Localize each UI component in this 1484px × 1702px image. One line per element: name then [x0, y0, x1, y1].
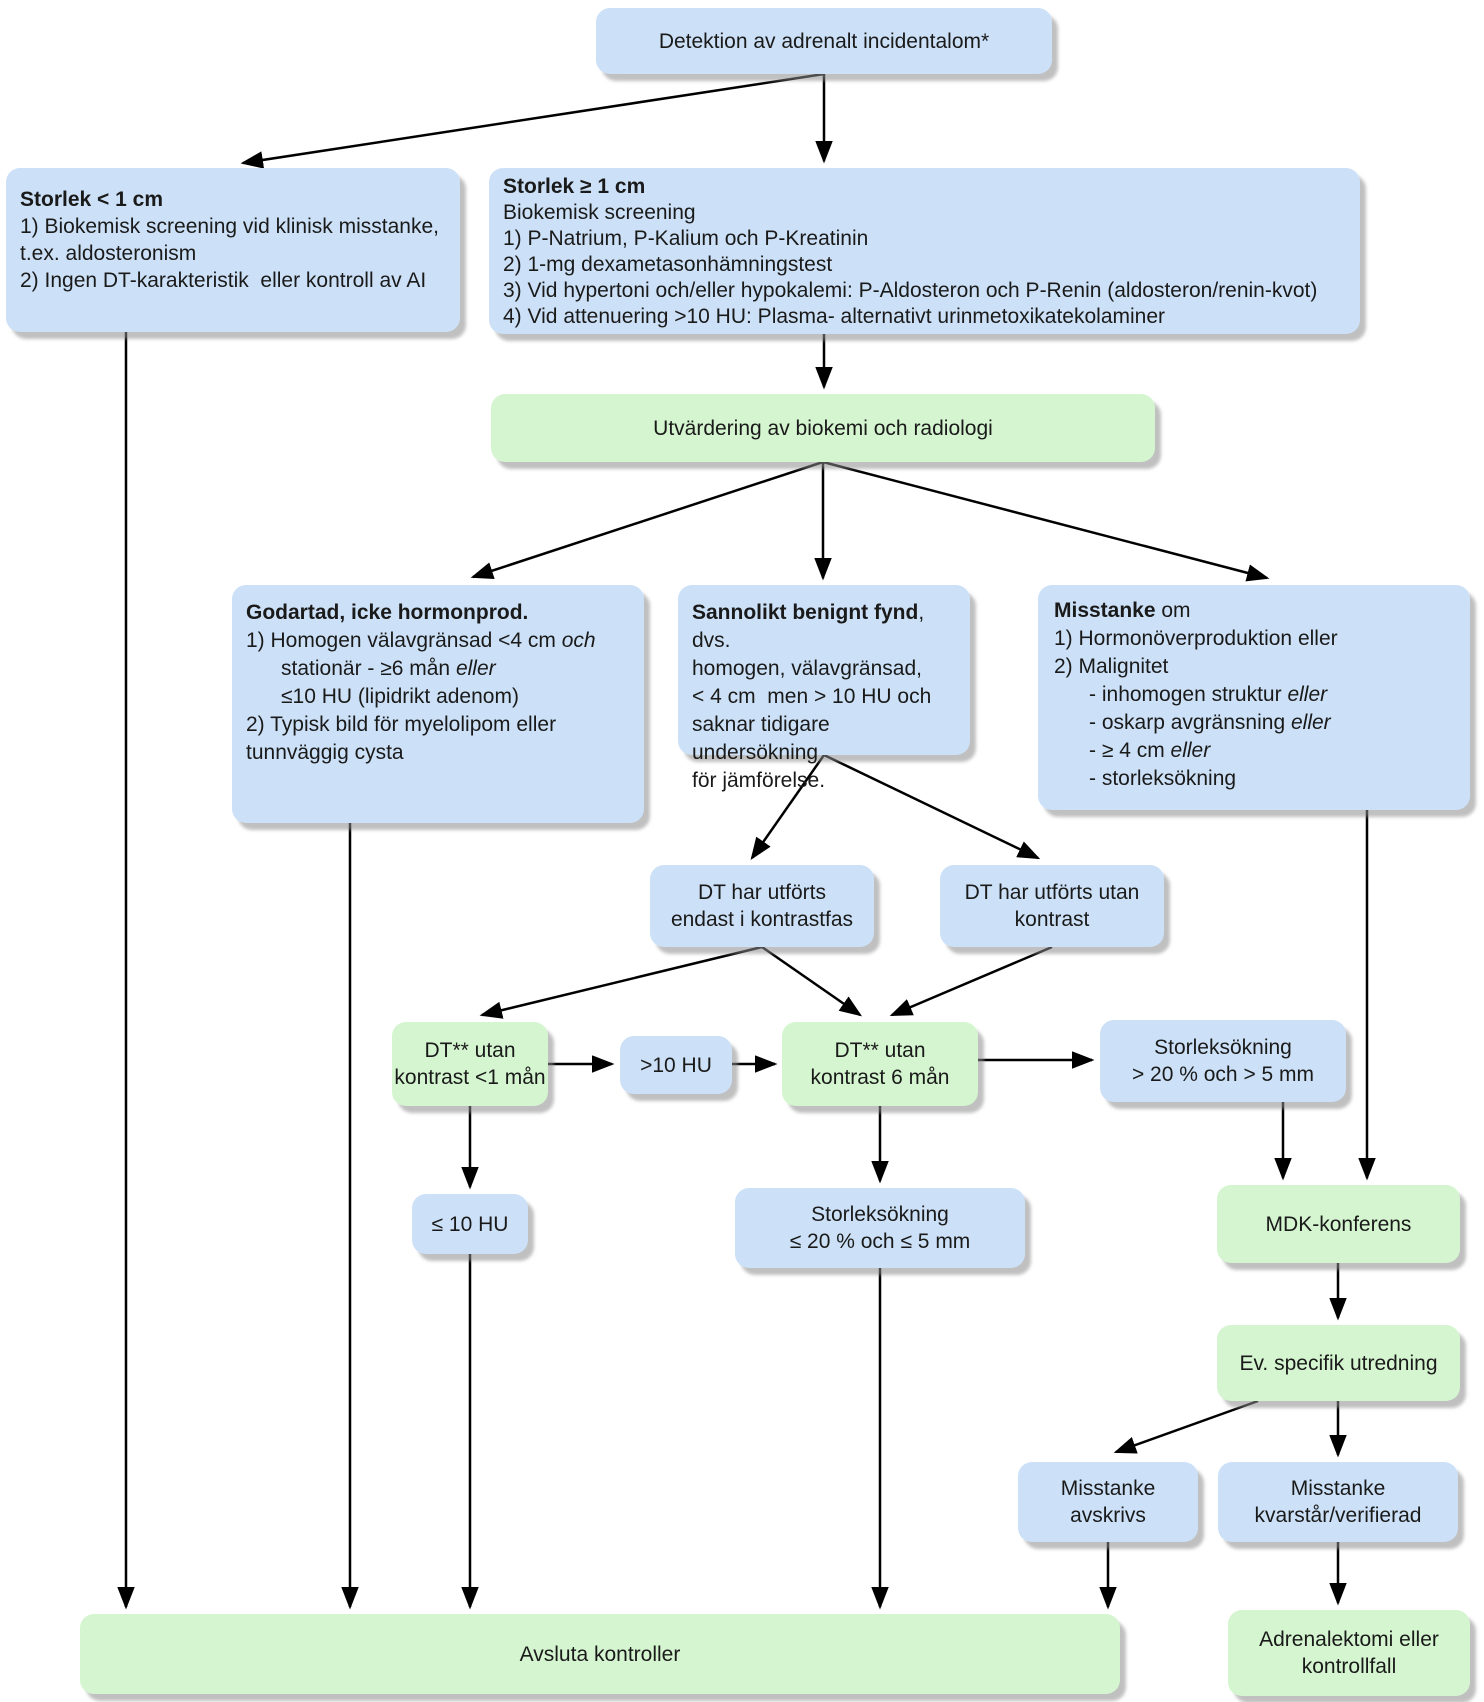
node-dt-endast-kontrastfas: DT har utförts endast i kontrastfas: [650, 865, 874, 947]
node-godartad: Godartad, icke hormonprod.1) Homogen väl…: [232, 585, 644, 823]
node-adrenalektomi: Adrenalektomi eller kontrollfall: [1228, 1610, 1470, 1696]
node-sannolikt-benignt-fynd: Sannolikt benignt fynd, dvs.homogen, väl…: [678, 585, 970, 792]
node-misstanke-avskrivs: Misstanke avskrivs: [1018, 1462, 1198, 1542]
arrow-ev-specifik-to-avskrivs: [1113, 1399, 1259, 1454]
arrow-utvardering-to-godartad: [470, 460, 824, 580]
node-dt-utan-kontrast: DT har utförts utan kontrast: [940, 865, 1164, 947]
node-misstanke-kvarstar: Misstanke kvarstår/verifierad: [1218, 1462, 1458, 1542]
node-mdk-konferens: MDK-konferens: [1217, 1185, 1460, 1263]
node-storleksokning-le-20: Storleksökning ≤ 20 % och ≤ 5 mm: [735, 1188, 1025, 1268]
node-detektion: Detektion av adrenalt incidentalom*: [596, 8, 1052, 74]
node-utvardering: Utvärdering av biokemi och radiologi: [491, 394, 1155, 462]
arrow-dt-kontrastfas-to-dt-6man: [761, 945, 863, 1017]
arrow-detektion-to-storlek-lt-1cm: [240, 72, 825, 169]
arrow-sannolikt-to-dt-utan-kontrast: [823, 753, 1041, 860]
node-gt-10-hu: >10 HU: [620, 1036, 732, 1094]
node-ev-specifik-utredning: Ev. specifik utredning: [1217, 1325, 1460, 1401]
arrow-dt-kontrastfas-to-dt-1man: [479, 945, 763, 1019]
node-dt-utan-kontrast-1man: DT** utan kontrast <1 mån: [392, 1022, 548, 1106]
node-storleksokning-gt-20: Storleksökning > 20 % och > 5 mm: [1100, 1020, 1346, 1102]
arrow-utvardering-to-misstanke: [822, 460, 1270, 582]
arrow-sannolikt-to-dt-kontrastfas: [750, 754, 826, 861]
node-avsluta-kontroller: Avsluta kontroller: [80, 1614, 1120, 1694]
node-le-10-hu: ≤ 10 HU: [412, 1194, 528, 1254]
node-dt-utan-kontrast-6man: DT** utan kontrast 6 mån: [782, 1022, 978, 1106]
arrow-dt-utan-kontrast-to-dt-6man: [889, 945, 1053, 1017]
